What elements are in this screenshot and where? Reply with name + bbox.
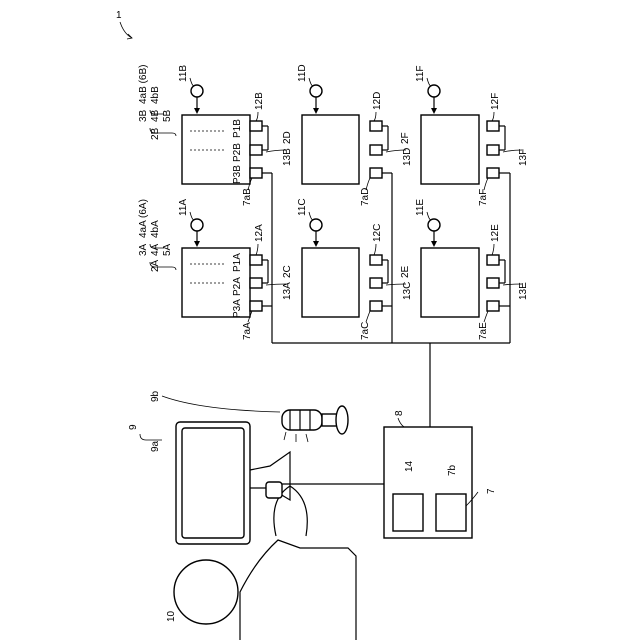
unit-2F-box bbox=[421, 115, 479, 184]
label-12E: 12E bbox=[490, 224, 501, 242]
conn-7aE bbox=[487, 301, 499, 311]
label-11F: 11F bbox=[415, 66, 426, 83]
monitor-9a-screen bbox=[182, 428, 244, 538]
unit-2D-box bbox=[302, 115, 359, 184]
label-5B: 5B bbox=[162, 109, 173, 122]
conn-13D bbox=[370, 145, 382, 155]
label-P3B: P3B bbox=[232, 165, 243, 184]
label-9: 9 bbox=[128, 424, 139, 430]
label-8: 8 bbox=[394, 410, 405, 416]
label-13F: 13F bbox=[518, 149, 529, 166]
sensor-11E-arrowhead bbox=[431, 241, 437, 247]
figure-ref-label: 1 bbox=[116, 10, 122, 21]
module-7b-box bbox=[436, 494, 466, 531]
label-9a: 9a bbox=[150, 440, 161, 452]
label-7: 7 bbox=[486, 488, 497, 494]
label-4aB: 4aB (6B) bbox=[138, 65, 149, 104]
label-12C: 12C bbox=[372, 224, 383, 242]
conn-7aB bbox=[250, 168, 262, 178]
sensor-11B-arrowhead bbox=[194, 108, 200, 114]
figure-ref-leader bbox=[120, 22, 132, 38]
conn-7aD bbox=[370, 168, 382, 178]
label-11E: 11E bbox=[415, 199, 426, 216]
sensor-11E-circle bbox=[428, 219, 440, 231]
label-7aE: 7aE bbox=[478, 322, 489, 340]
conn-7aC bbox=[370, 301, 382, 311]
sensor-11D-arrowhead bbox=[313, 108, 319, 114]
conn-7aF bbox=[487, 168, 499, 178]
conn-12F bbox=[487, 121, 499, 131]
label-11C: 11C bbox=[297, 198, 308, 216]
sensor-11A-arrowhead bbox=[194, 241, 200, 247]
label-P3A: P3A bbox=[232, 299, 243, 318]
conn-7aA bbox=[250, 301, 262, 311]
label-3B: 3B bbox=[138, 109, 149, 122]
sensor-11C-circle bbox=[310, 219, 322, 231]
label-12F: 12F bbox=[490, 93, 501, 110]
label-2D: 2D bbox=[282, 131, 293, 144]
conn-12C bbox=[370, 255, 382, 265]
label-11A: 11A bbox=[178, 199, 189, 216]
label-P1A: P1A bbox=[232, 253, 243, 272]
label-7aC: 7aC bbox=[360, 322, 371, 340]
label-7aD: 7aD bbox=[360, 188, 371, 206]
conn-13B bbox=[250, 145, 262, 155]
unit-2E-box bbox=[421, 248, 479, 317]
conn-12A bbox=[250, 255, 262, 265]
label-4A: 4A bbox=[150, 243, 161, 256]
conn-12D bbox=[370, 121, 382, 131]
signal-tower-body bbox=[282, 410, 322, 430]
label-2E: 2E bbox=[400, 265, 411, 278]
sensor-11F-arrowhead bbox=[431, 108, 437, 114]
sensor-11A-circle bbox=[191, 219, 203, 231]
label-13B: 13B bbox=[282, 148, 293, 166]
label-2F: 2F bbox=[400, 132, 411, 144]
label-7aF: 7aF bbox=[478, 189, 489, 206]
person-head bbox=[174, 560, 238, 624]
label-7aB: 7aB bbox=[242, 188, 253, 206]
conn-13C bbox=[370, 278, 382, 288]
label-4bA: 4bA bbox=[150, 220, 161, 238]
label-10: 10 bbox=[166, 610, 177, 622]
label-2C: 2C bbox=[282, 265, 293, 278]
label-3A: 3A bbox=[138, 243, 149, 256]
sensor-11B-circle bbox=[191, 85, 203, 97]
label-5A: 5A bbox=[162, 243, 173, 256]
label-P1B: P1B bbox=[232, 119, 243, 138]
label-7b: 7b bbox=[447, 464, 458, 476]
label-4aA: 4aA (6A) bbox=[138, 199, 149, 238]
label-13A: 13A bbox=[282, 282, 293, 300]
conn-13A bbox=[250, 278, 262, 288]
module-14-box bbox=[393, 494, 423, 531]
label-P2B: P2B bbox=[232, 143, 243, 162]
label-9b: 9b bbox=[150, 390, 161, 402]
label-12B: 12B bbox=[254, 92, 265, 110]
unit-2C-box bbox=[302, 248, 359, 317]
ref-9b-leader bbox=[162, 396, 280, 412]
label-11D: 11D bbox=[297, 64, 308, 82]
label-12A: 12A bbox=[254, 224, 265, 242]
person-body bbox=[240, 540, 356, 640]
label-14: 14 bbox=[404, 460, 415, 472]
signal-tower-base bbox=[336, 406, 348, 434]
braces bbox=[140, 110, 176, 440]
sensor-11C-arrowhead bbox=[313, 241, 319, 247]
sensor-11F-circle bbox=[428, 85, 440, 97]
label-2B: 2B bbox=[150, 127, 161, 140]
label-4bB: 4bB bbox=[150, 86, 161, 104]
label-4B: 4B bbox=[150, 109, 161, 122]
conn-13E bbox=[487, 278, 499, 288]
conn-12E bbox=[487, 255, 499, 265]
conn-13F bbox=[487, 145, 499, 155]
label-7aA: 7aA bbox=[242, 322, 253, 340]
label-12D: 12D bbox=[372, 92, 383, 110]
label-13E: 13E bbox=[518, 282, 529, 300]
conn-12B bbox=[250, 121, 262, 131]
sensor-11D-circle bbox=[310, 85, 322, 97]
person-hand bbox=[266, 482, 282, 498]
label-P2A: P2A bbox=[232, 277, 243, 296]
label-11B: 11B bbox=[178, 65, 189, 82]
